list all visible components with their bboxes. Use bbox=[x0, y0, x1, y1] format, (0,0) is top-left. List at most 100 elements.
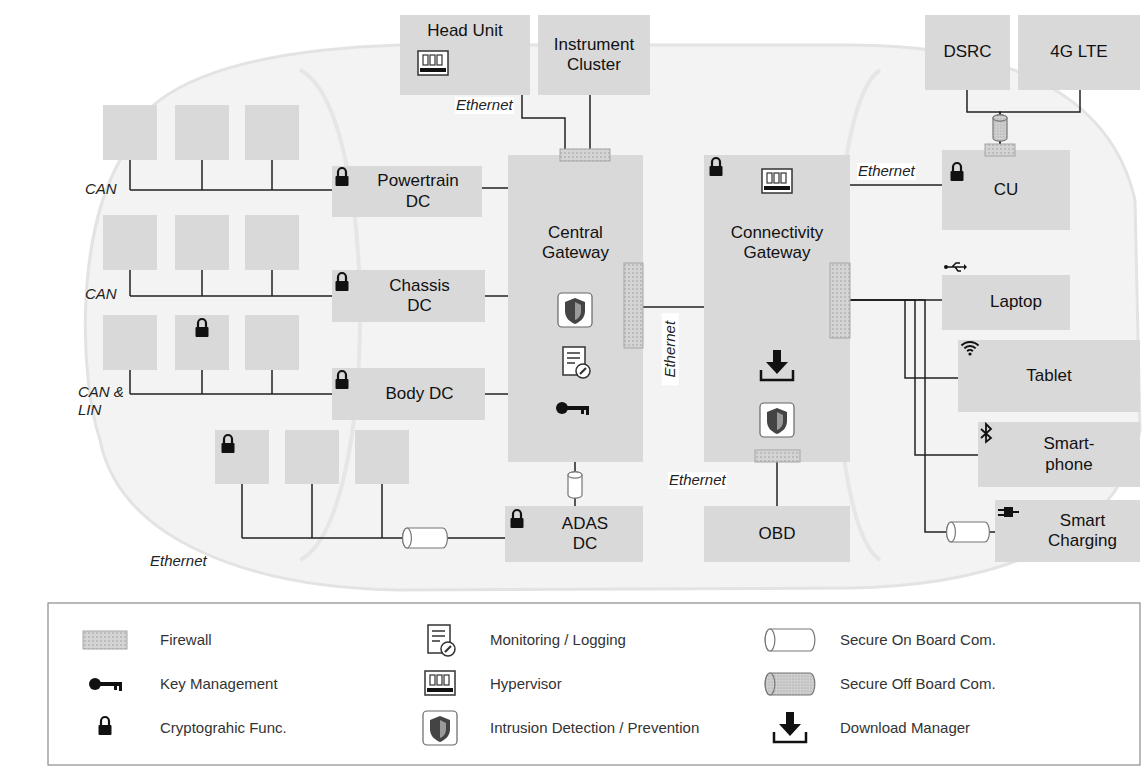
box-label: Powertrain DC bbox=[373, 171, 463, 211]
legend-text: Secure On Board Com. bbox=[840, 631, 996, 649]
lock-shackle bbox=[338, 371, 346, 379]
lock-icon bbox=[511, 510, 524, 528]
component-box: 4G LTE bbox=[1018, 15, 1140, 90]
key-bow bbox=[556, 402, 568, 414]
bus-lines bbox=[130, 160, 505, 538]
box-label: Tablet bbox=[1026, 366, 1071, 386]
pencil-mark bbox=[580, 368, 586, 374]
hypervisor-slot bbox=[781, 173, 786, 183]
download-icon bbox=[774, 712, 806, 742]
box-label: Body DC bbox=[385, 384, 453, 404]
box-label: Instrument Cluster bbox=[544, 35, 644, 75]
edge-label: Ethernet bbox=[668, 472, 727, 489]
bus-label: CAN bbox=[85, 285, 117, 303]
car-silhouette bbox=[85, 45, 1140, 590]
ecu-box bbox=[103, 105, 157, 160]
box-label: Smart- phone bbox=[1032, 434, 1107, 474]
connector bbox=[482, 187, 508, 189]
key-tooth bbox=[119, 686, 122, 691]
secure-onboard-cylinder bbox=[403, 528, 448, 548]
component-box: Head Unit bbox=[400, 15, 530, 95]
legend-text: Download Manager bbox=[840, 719, 970, 737]
component-box: Laptop bbox=[942, 275, 1070, 330]
can-bus bbox=[130, 270, 332, 296]
box-label: CU bbox=[994, 180, 1019, 200]
hypervisor-slot bbox=[444, 675, 449, 685]
component-box: OBD bbox=[704, 506, 850, 562]
lock-body bbox=[336, 176, 349, 186]
firewall-patch bbox=[985, 144, 1015, 156]
bus-label: CAN bbox=[85, 180, 117, 198]
connector bbox=[643, 306, 704, 308]
document-lines bbox=[432, 631, 445, 641]
bus-label: Ethernet bbox=[150, 552, 207, 570]
lock-body bbox=[336, 379, 349, 389]
legend-text: Monitoring / Logging bbox=[490, 631, 626, 649]
connector bbox=[574, 462, 576, 506]
component-box: Connectivity Gateway bbox=[704, 155, 850, 462]
ecu-box bbox=[175, 215, 229, 270]
lock-shackle bbox=[712, 158, 720, 166]
hypervisor-frame bbox=[425, 671, 455, 695]
connector bbox=[522, 95, 565, 155]
ecu-box bbox=[103, 215, 157, 270]
document-shape bbox=[428, 625, 450, 653]
ecu-box bbox=[285, 430, 339, 484]
shield-shape bbox=[430, 716, 450, 742]
component-box: Body DC bbox=[332, 368, 485, 420]
lock-icon bbox=[951, 163, 964, 181]
lock-body bbox=[710, 166, 723, 176]
secure-offboard-cylinder bbox=[993, 115, 1007, 141]
lock-shackle bbox=[338, 168, 346, 176]
shield-highlight bbox=[440, 720, 446, 738]
ecu-box bbox=[175, 105, 229, 160]
can-bus bbox=[130, 160, 332, 190]
component-box: Smart Charging bbox=[995, 500, 1140, 562]
hypervisor-bar bbox=[764, 186, 790, 190]
legend-text: Secure Off Board Com. bbox=[840, 675, 996, 693]
box-label: Head Unit bbox=[427, 21, 503, 41]
lock-body bbox=[951, 171, 964, 181]
icon-frame bbox=[558, 293, 592, 327]
lock-icon bbox=[336, 168, 349, 186]
ecu-box bbox=[103, 315, 157, 370]
arrow-tip bbox=[779, 724, 801, 736]
key-tooth bbox=[581, 410, 584, 414]
firewall-patch bbox=[560, 149, 610, 161]
key-shaft bbox=[567, 406, 589, 410]
lock-shackle bbox=[338, 273, 346, 281]
connector bbox=[485, 295, 508, 297]
key-icon bbox=[89, 678, 122, 691]
key-tooth bbox=[586, 410, 589, 415]
monitoring-icon bbox=[428, 625, 455, 656]
legend-text: Key Management bbox=[160, 675, 278, 693]
connector bbox=[589, 95, 591, 155]
hypervisor-slot bbox=[774, 173, 779, 183]
download-icon bbox=[761, 350, 793, 380]
connector bbox=[967, 90, 1000, 150]
key-bow bbox=[89, 678, 101, 690]
icon-frame bbox=[760, 403, 794, 437]
document-shape bbox=[563, 347, 585, 375]
lock-icon bbox=[336, 371, 349, 389]
cylinder-end bbox=[993, 115, 1007, 121]
pencil-badge bbox=[441, 642, 455, 656]
component-box: Chassis DC bbox=[332, 270, 485, 322]
intrusion-detection-icon bbox=[760, 403, 794, 437]
lock-shackle bbox=[101, 717, 109, 725]
component-box: Instrument Cluster bbox=[538, 15, 650, 95]
box-label: OBD bbox=[759, 524, 796, 544]
edge-label: Ethernet bbox=[857, 163, 916, 180]
lock-body bbox=[222, 443, 235, 453]
hypervisor-slot bbox=[767, 173, 772, 183]
lock-icon bbox=[222, 435, 235, 453]
hypervisor-icon bbox=[425, 671, 455, 695]
legend-frame bbox=[48, 603, 1140, 765]
hypervisor-slot bbox=[423, 55, 428, 65]
connector bbox=[850, 300, 995, 532]
legend-text: Cryptograhic Func. bbox=[160, 719, 287, 737]
usb-dot bbox=[944, 265, 948, 269]
shield-highlight bbox=[777, 412, 783, 430]
firewall-patch bbox=[830, 263, 850, 338]
